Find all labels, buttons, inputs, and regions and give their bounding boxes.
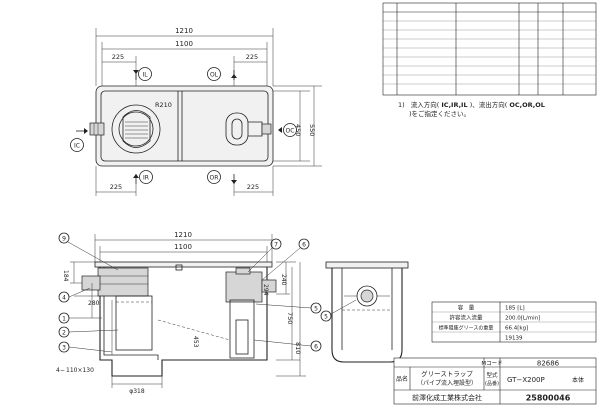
section-inlet-pipe (81, 275, 101, 291)
section-view: 1210 1100 184 280 (56, 231, 322, 395)
plan-inlet-pipe (89, 122, 105, 136)
section-baffle (115, 295, 153, 351)
plan-tank-outline (95, 85, 274, 167)
callout-9: 9 (62, 236, 66, 243)
outlet-ol-marker (207, 67, 221, 81)
plan-trap (225, 112, 249, 146)
product-name-label: 品名 (396, 375, 408, 383)
section-inlet-drum (97, 267, 149, 297)
end-tank-body (331, 268, 403, 363)
section-trap (225, 271, 263, 303)
callout-7: 7 (274, 242, 278, 249)
spec-capacity-value: 185 [L] (505, 306, 525, 312)
model-suffix: 本体 (572, 376, 584, 384)
outlet-oc-marker (283, 123, 297, 137)
section-dim-184: 184 (62, 270, 69, 282)
plan-inlet-drum (111, 104, 161, 154)
inlet-ic-label: IC (74, 143, 80, 150)
section-dim-294: 294 (262, 284, 269, 296)
callout-4: 4 (62, 295, 66, 302)
note-pre: 流入方向( (411, 100, 440, 109)
note-mid: )、流出方向( (470, 100, 508, 109)
plan-outlet-pipe (261, 123, 272, 135)
spec-grease-label: 標準阻集グリースの重量 (439, 325, 494, 332)
callout-2: 2 (62, 330, 66, 337)
model-label: 型式 (486, 371, 498, 379)
end-view: 5 (320, 261, 409, 363)
outlet-or-marker (207, 170, 221, 184)
callout-6-bottom: 6 (314, 344, 318, 351)
spec-grease-value: 66.4[kg] (505, 326, 528, 332)
spec-flow-label: 許容流入流量 (449, 314, 483, 322)
end-callout-5: 5 (324, 314, 328, 321)
section-dim-280: 280 (88, 300, 100, 307)
note-in-codes: IC,IR,IL (441, 101, 467, 109)
inlet-il-label: IL (142, 72, 148, 79)
spec-capacity-label: 容 量 (458, 304, 475, 312)
plan-dim-depth-inner: 450 (294, 124, 302, 136)
section-dim-453: 453 (192, 336, 199, 348)
callout-5: 5 (314, 306, 318, 313)
company-name: 前澤化成工業株式会社 (412, 393, 482, 402)
outlet-oc-label: OC (286, 128, 295, 135)
plan-dim-right-bottom: 225 (247, 183, 259, 191)
inlet-ic-marker (70, 138, 84, 152)
inlet-ir-marker (139, 170, 153, 184)
section-dim-overall: 1210 (174, 231, 192, 239)
plan-dim-inner: 1100 (175, 40, 193, 48)
spec-table: 容 量 185 [L] 許容流入流量 200.0[L/min] 標準阻集グリース… (431, 301, 597, 343)
parts-table (382, 2, 597, 96)
section-dim-240: 240 (280, 274, 287, 286)
svg-text:1) 流入方向( IC,IR,IL: 1) 流入方向( IC,IR,IL )、流出方向( OC,OR,OL (398, 100, 545, 109)
section-dim-base-w: 110×130 (66, 367, 94, 374)
note-number: 1) (398, 101, 405, 109)
section-base-label: 4− (56, 367, 65, 374)
product-name-line2: （パイプ流入埋設型） (417, 379, 477, 387)
section-dim-750: 750 (286, 312, 294, 324)
spec-number-value: 19139 (505, 336, 523, 342)
callout-3: 3 (62, 345, 66, 352)
plan-dim-left-bottom: 225 (110, 183, 122, 191)
plan-dim-right-top: 225 (246, 53, 258, 61)
section-dim-base-d: φ318 (129, 388, 145, 395)
model-label-sub: (品番) (485, 380, 499, 387)
product-name-line1: グリーストラップ (421, 369, 473, 378)
note-post: )をご指定ください。 (409, 109, 470, 118)
plan-dim-depth-outer: 550 (308, 124, 316, 136)
plan-dim-left-top: 225 (112, 53, 124, 61)
plan-view: 1210 1100 225 225 IL OL R210 (70, 27, 322, 196)
spec-flow-value: 200.0[L/min] (505, 316, 540, 322)
mcode-label: Mコード (481, 360, 502, 367)
section-outlet-pipe (261, 279, 277, 293)
section-dim-inner: 1100 (174, 243, 192, 251)
inlet-il-marker (138, 67, 152, 81)
plan-dim-radius: R210 (155, 101, 172, 109)
plan-dim-overall: 1210 (175, 27, 193, 35)
outlet-ol-label: OL (210, 72, 219, 79)
callout-6-top: 6 (302, 242, 306, 249)
section-tank-body (99, 267, 268, 377)
note-out-codes: OC,OR,OL (509, 101, 545, 109)
outlet-or-label: OR (210, 175, 219, 182)
callout-1: 1 (62, 316, 66, 323)
inlet-ir-label: IR (143, 175, 149, 182)
mcode-value: 82686 (537, 360, 560, 368)
section-dim-810: 810 (294, 342, 302, 354)
order-note: 1) 流入方向( IC,IR,IL )、流出方向( OC,OR,OL )をご指定… (398, 100, 545, 118)
model-value: GT−X200P (507, 376, 545, 384)
title-block: Mコード 82686 品名 グリーストラップ （パイプ流入埋設型） 型式 (品番… (393, 357, 597, 405)
drawing-number: 25800046 (526, 394, 571, 403)
